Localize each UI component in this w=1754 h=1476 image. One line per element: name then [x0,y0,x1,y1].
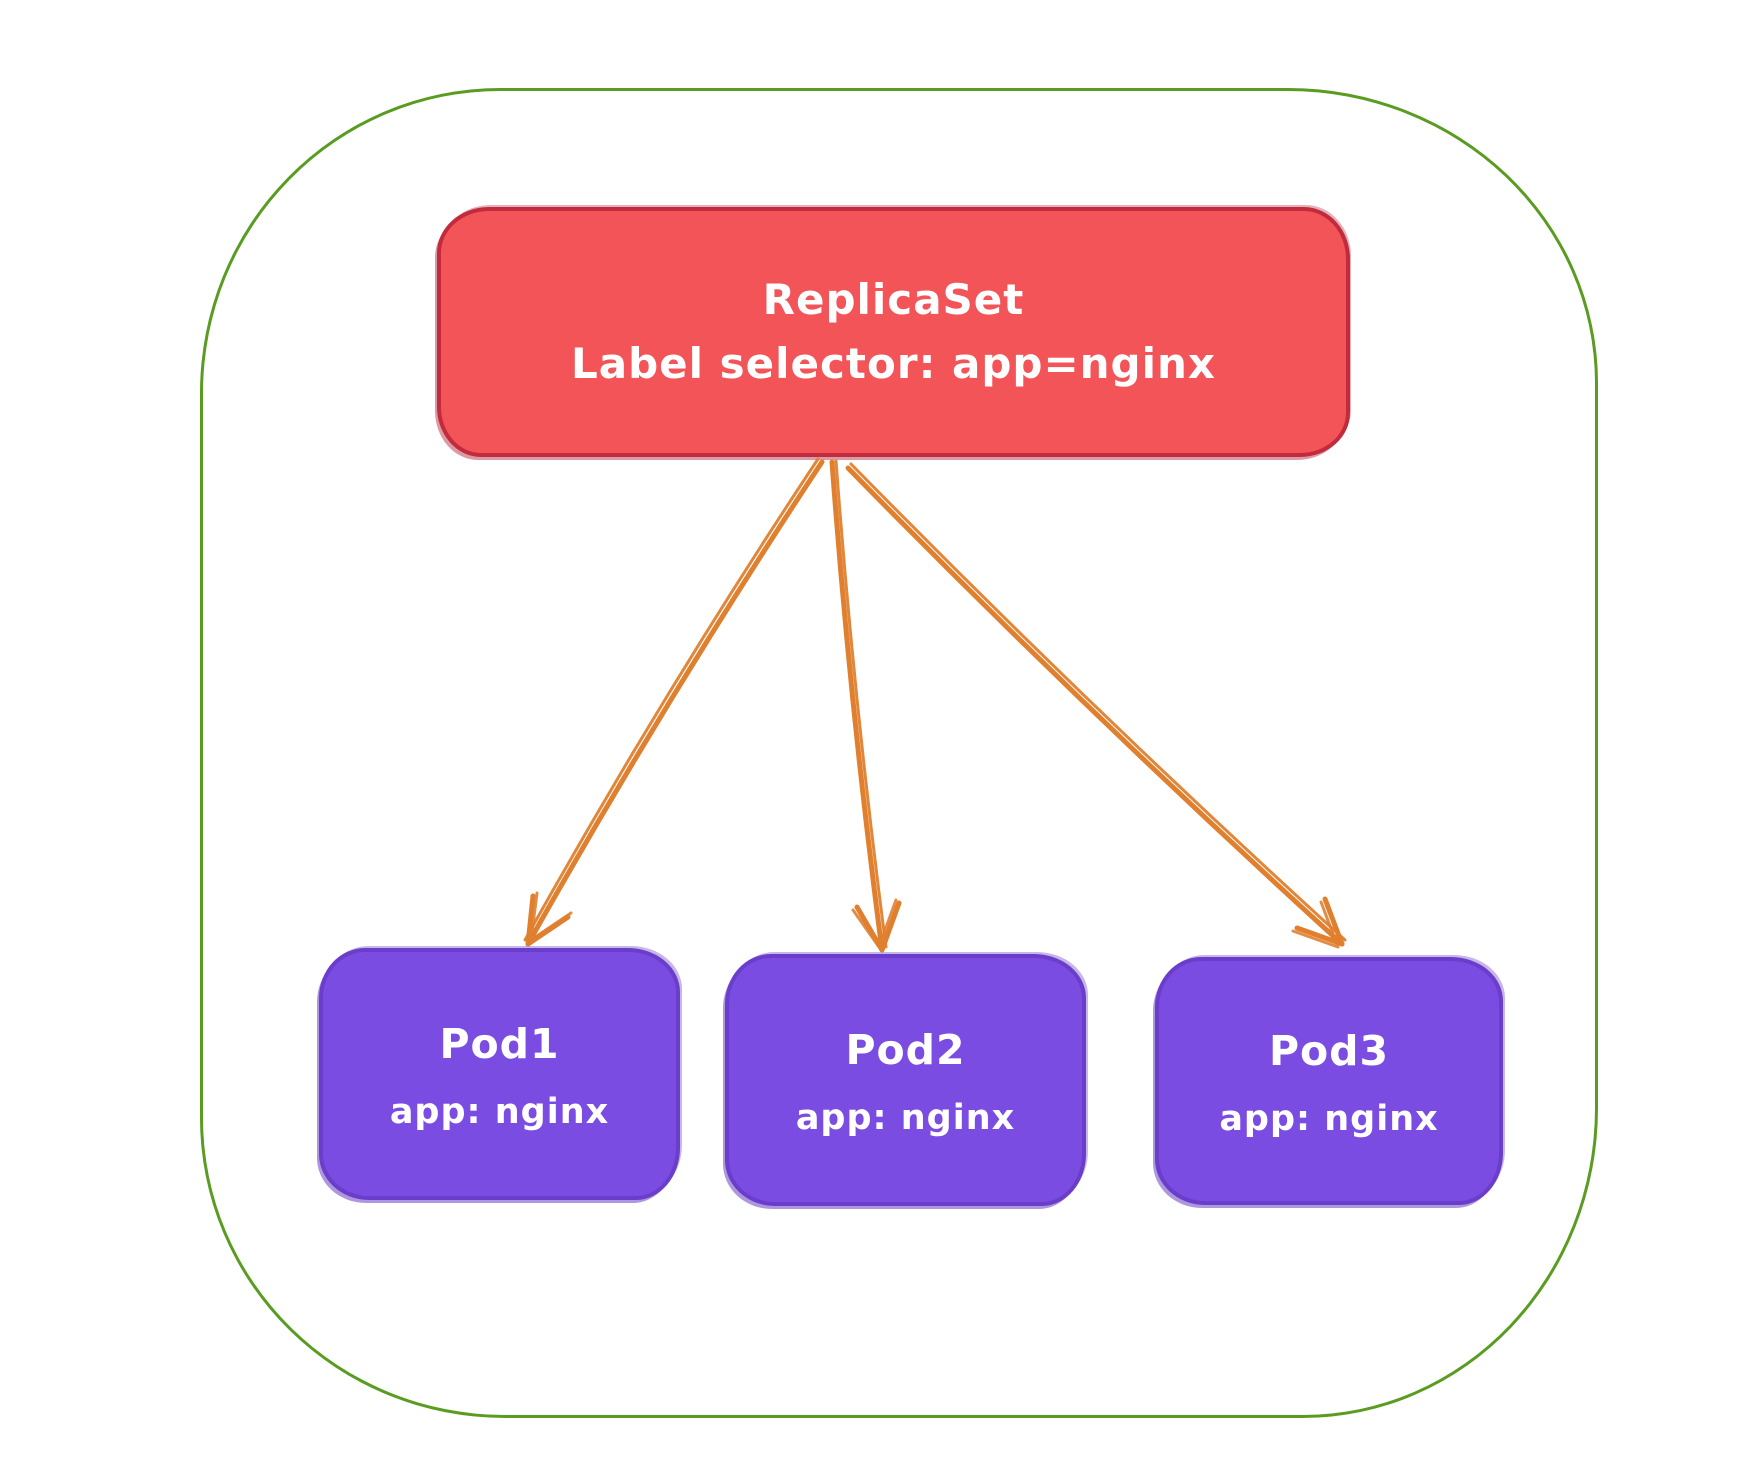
cluster-boundary [200,88,1598,1418]
pod3-node: Pod3 app: nginx [1155,957,1503,1205]
pod1-app-label: app: nginx [389,1092,610,1132]
pod1-title: Pod1 [439,1020,560,1068]
replicaset-label-selector: Label selector: app=nginx [570,339,1216,388]
pod2-node: Pod2 app: nginx [725,954,1086,1206]
replicaset-node: ReplicaSet Label selector: app=nginx [437,207,1350,457]
pod2-title: Pod2 [845,1026,966,1074]
pod1-node: Pod1 app: nginx [319,948,680,1200]
pod2-app-label: app: nginx [795,1098,1016,1138]
replicaset-title: ReplicaSet [762,275,1025,324]
pod3-app-label: app: nginx [1219,1099,1439,1139]
pod3-title: Pod3 [1268,1027,1390,1075]
